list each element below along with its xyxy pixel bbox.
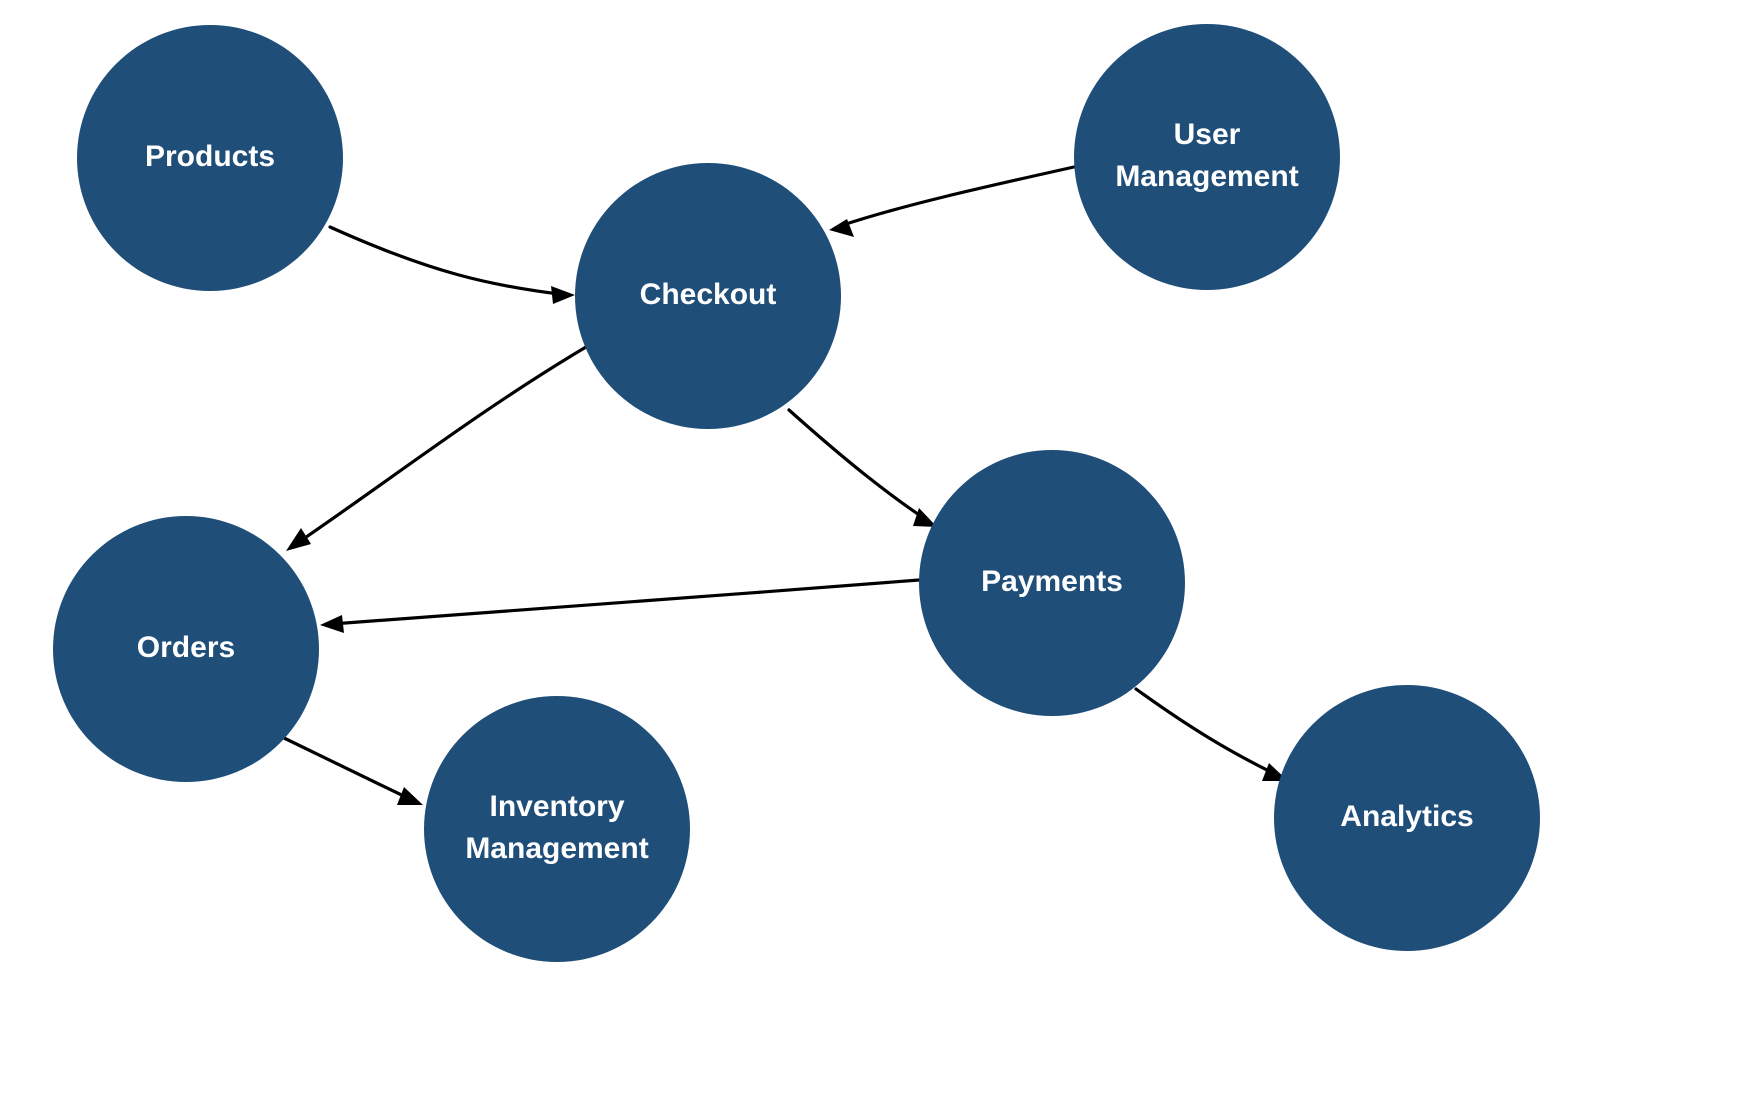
edge-products-to-checkout[interactable] (328, 225, 575, 304)
arrowhead-icon (913, 508, 937, 527)
edge-line (282, 736, 414, 802)
node-shape[interactable] (77, 25, 343, 291)
node-shape[interactable] (1274, 685, 1540, 951)
node-shape[interactable] (53, 516, 319, 782)
node-orders[interactable]: Orders (53, 516, 319, 782)
arrowhead-icon (829, 219, 854, 237)
edges-layer (282, 165, 1288, 805)
node-payments[interactable]: Payments (919, 450, 1185, 716)
edge-payments-to-analytics[interactable] (1134, 687, 1288, 781)
node-analytics[interactable]: Analytics (1274, 685, 1540, 951)
edge-line (328, 225, 569, 297)
edge-line (1134, 687, 1279, 777)
edge-line (330, 578, 921, 626)
edge-line (838, 165, 1076, 228)
edge-checkout-to-orders[interactable] (286, 345, 588, 551)
arrowhead-icon (286, 528, 311, 551)
edge-line (294, 345, 588, 546)
node-shape[interactable] (424, 696, 690, 962)
node-checkout[interactable]: Checkout (575, 163, 841, 429)
edge-user_management-to-checkout[interactable] (829, 165, 1076, 237)
arrowhead-icon (397, 787, 423, 805)
node-shape[interactable] (1074, 24, 1340, 290)
arrowhead-icon (551, 286, 575, 304)
edge-line (787, 408, 930, 523)
edge-payments-to-orders[interactable] (320, 578, 921, 633)
edge-checkout-to-payments[interactable] (787, 408, 937, 527)
arrowhead-icon (320, 615, 344, 633)
node-shape[interactable] (575, 163, 841, 429)
node-shape[interactable] (919, 450, 1185, 716)
node-products[interactable]: Products (77, 25, 343, 291)
edge-orders-to-inventory_management[interactable] (282, 736, 423, 805)
